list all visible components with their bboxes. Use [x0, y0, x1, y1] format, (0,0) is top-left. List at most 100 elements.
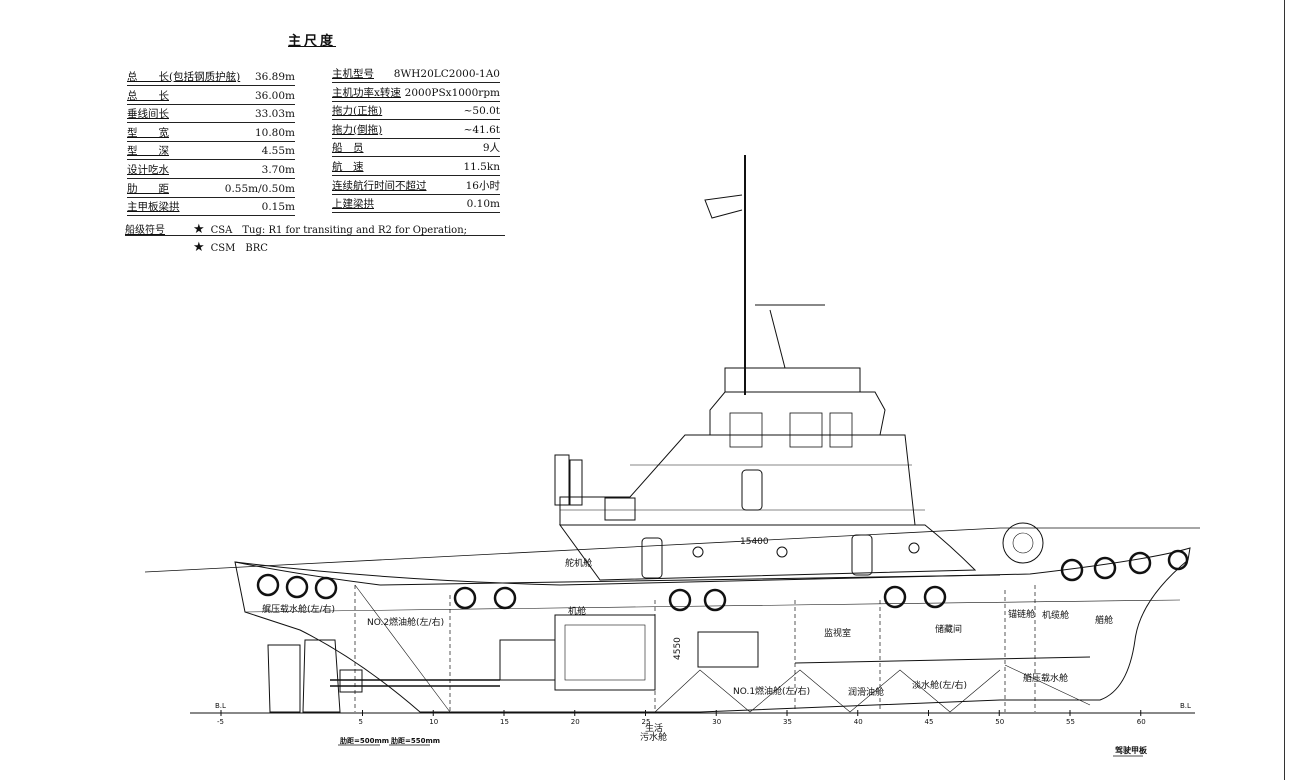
wheelhouse-window-2 [789, 412, 823, 448]
spec-left-value: 33.03m [254, 108, 295, 121]
frame-tick-label: 25 [642, 718, 651, 726]
spec-left-row: 肋 距 0.55m/0.50m [127, 182, 295, 198]
wheelhouse-window-1 [729, 412, 763, 448]
frame-spacing-b: 肋距=550mm [391, 736, 440, 745]
room-ballast-tank: 艉压载水舱(左/右) [262, 603, 335, 615]
baseline-label-right: B.L [1180, 702, 1191, 710]
spec-left-value: 36.89m [254, 71, 295, 83]
forecastle-deckhouse [559, 524, 977, 581]
main-engine [554, 614, 656, 691]
frame-tick-label: 60 [1137, 718, 1146, 726]
room-chain-locker: 锚链舱 [1008, 608, 1035, 620]
frame-tick-label: 15 [500, 718, 509, 726]
class-notation-label: 船级符号 [125, 225, 165, 236]
frame-tick-label: 50 [995, 718, 1004, 726]
room-fuel-tank-2: NO.2燃油舱(左/右) [367, 616, 444, 628]
funnel-1 [554, 454, 570, 506]
spec-right-row: 拖力(正拖) ~50.0t [332, 104, 500, 121]
spec-right-label: 主机功率x转速 [332, 86, 401, 99]
wheelhouse-window-3 [829, 412, 853, 448]
spec-left-row: 总 长(包括钢质护舷)36.89m [127, 70, 295, 86]
room-bow: 艏舱 [1095, 614, 1113, 626]
inner-bottom-line [794, 656, 1091, 664]
wheelhouse-top-rail [724, 367, 861, 393]
spec-right-label: 主机型号 [332, 68, 374, 80]
spec-left-label: 型 深 [127, 145, 169, 158]
dimension-15400: 15400 [740, 537, 769, 547]
flag [704, 194, 743, 219]
spec-left-value: 10.80m [254, 126, 295, 139]
frame-tick-label: 30 [712, 718, 721, 726]
spec-left-label: 肋 距 [127, 182, 169, 195]
funnel-2 [569, 459, 583, 506]
spec-right-label: 拖力(正拖) [332, 105, 383, 118]
towing-winch [1002, 522, 1044, 564]
spec-right-row: 船 员 9人 [332, 141, 500, 158]
room-fuel-tank-1: NO.1燃油舱(左/右) [733, 685, 810, 697]
main-deck-label: 驾驶甲板 [1114, 745, 1148, 755]
frame-tick-label: 20 [571, 718, 580, 726]
spec-right-label: 连续航行时间不超过 [332, 179, 427, 192]
spec-right-value: ~50.0t [463, 105, 500, 118]
frame-tick-label: 40 [854, 718, 863, 726]
main-engine-block [564, 624, 646, 681]
label-engine-room: 机舱 [568, 605, 586, 617]
spec-left-value: 0.55m/0.50m [224, 182, 295, 195]
hull-outline [234, 547, 1191, 713]
door-deckhouse [741, 469, 763, 511]
spec-left-value: 36.00m [254, 89, 295, 102]
spec-left-label: 主甲板梁拱 [127, 201, 180, 214]
frame-tick-label: -5 [217, 718, 224, 726]
porthole [776, 546, 788, 558]
mast-stay [769, 309, 786, 369]
spec-right-row: 拖力(倒拖)~41.6t [332, 123, 500, 139]
spec-right-label: 上建梁拱 [332, 198, 374, 211]
generator [697, 631, 759, 668]
towing-hook [604, 497, 636, 521]
spec-right-label: 拖力(倒拖) [332, 123, 383, 136]
rudder [302, 639, 341, 713]
door-aft [641, 537, 663, 579]
bulkheads [354, 585, 1036, 712]
depth-dimension: 4550 [673, 637, 683, 660]
class-notation-row-2: ★CSM BRC [193, 239, 268, 255]
room-bow-water: 艏压载水舱 [1023, 672, 1068, 684]
room-fresh-water: 淡水舱(左/右) [912, 679, 967, 691]
spec-left-row: 总 长 36.00m [127, 89, 295, 105]
deckhouse [559, 434, 916, 526]
spec-left-label: 垂线间长 [127, 108, 169, 121]
stern-tube [339, 669, 363, 693]
spec-right-label: 船 员 [332, 142, 364, 155]
spec-left-label: 总 长 [127, 89, 169, 102]
room-lube: 润滑油舱 [848, 686, 884, 698]
class-notation-row-1: 船级符号 ★ CSA Tug: R1 for transiting and R2 … [125, 221, 505, 237]
spec-right-value: 11.5kn [463, 161, 500, 173]
towing-winch-drum [1012, 532, 1034, 554]
gearbox [499, 639, 556, 681]
porthole [908, 542, 920, 554]
spec-right-value: 9人 [482, 142, 500, 155]
class-notation-line1: CSA Tug: R1 for transiting and R2 for Op… [210, 225, 467, 236]
star-icon: ★ [193, 222, 205, 237]
spec-left-label: 型 宽 [127, 126, 169, 139]
baseline-label-left: B.L [215, 702, 226, 710]
porthole [692, 546, 704, 558]
room-store: 储藏间 [935, 623, 962, 635]
tank-diagonals [354, 584, 1091, 713]
door-fwd [851, 534, 873, 576]
wheelhouse [709, 391, 886, 436]
room-cable: 机缆舱 [1042, 609, 1069, 621]
main-dimensions-title: 主尺度 [288, 34, 337, 49]
spec-right-value: 2000PSx1000rpm [404, 86, 500, 99]
frame-tick-label: 35 [783, 718, 792, 726]
